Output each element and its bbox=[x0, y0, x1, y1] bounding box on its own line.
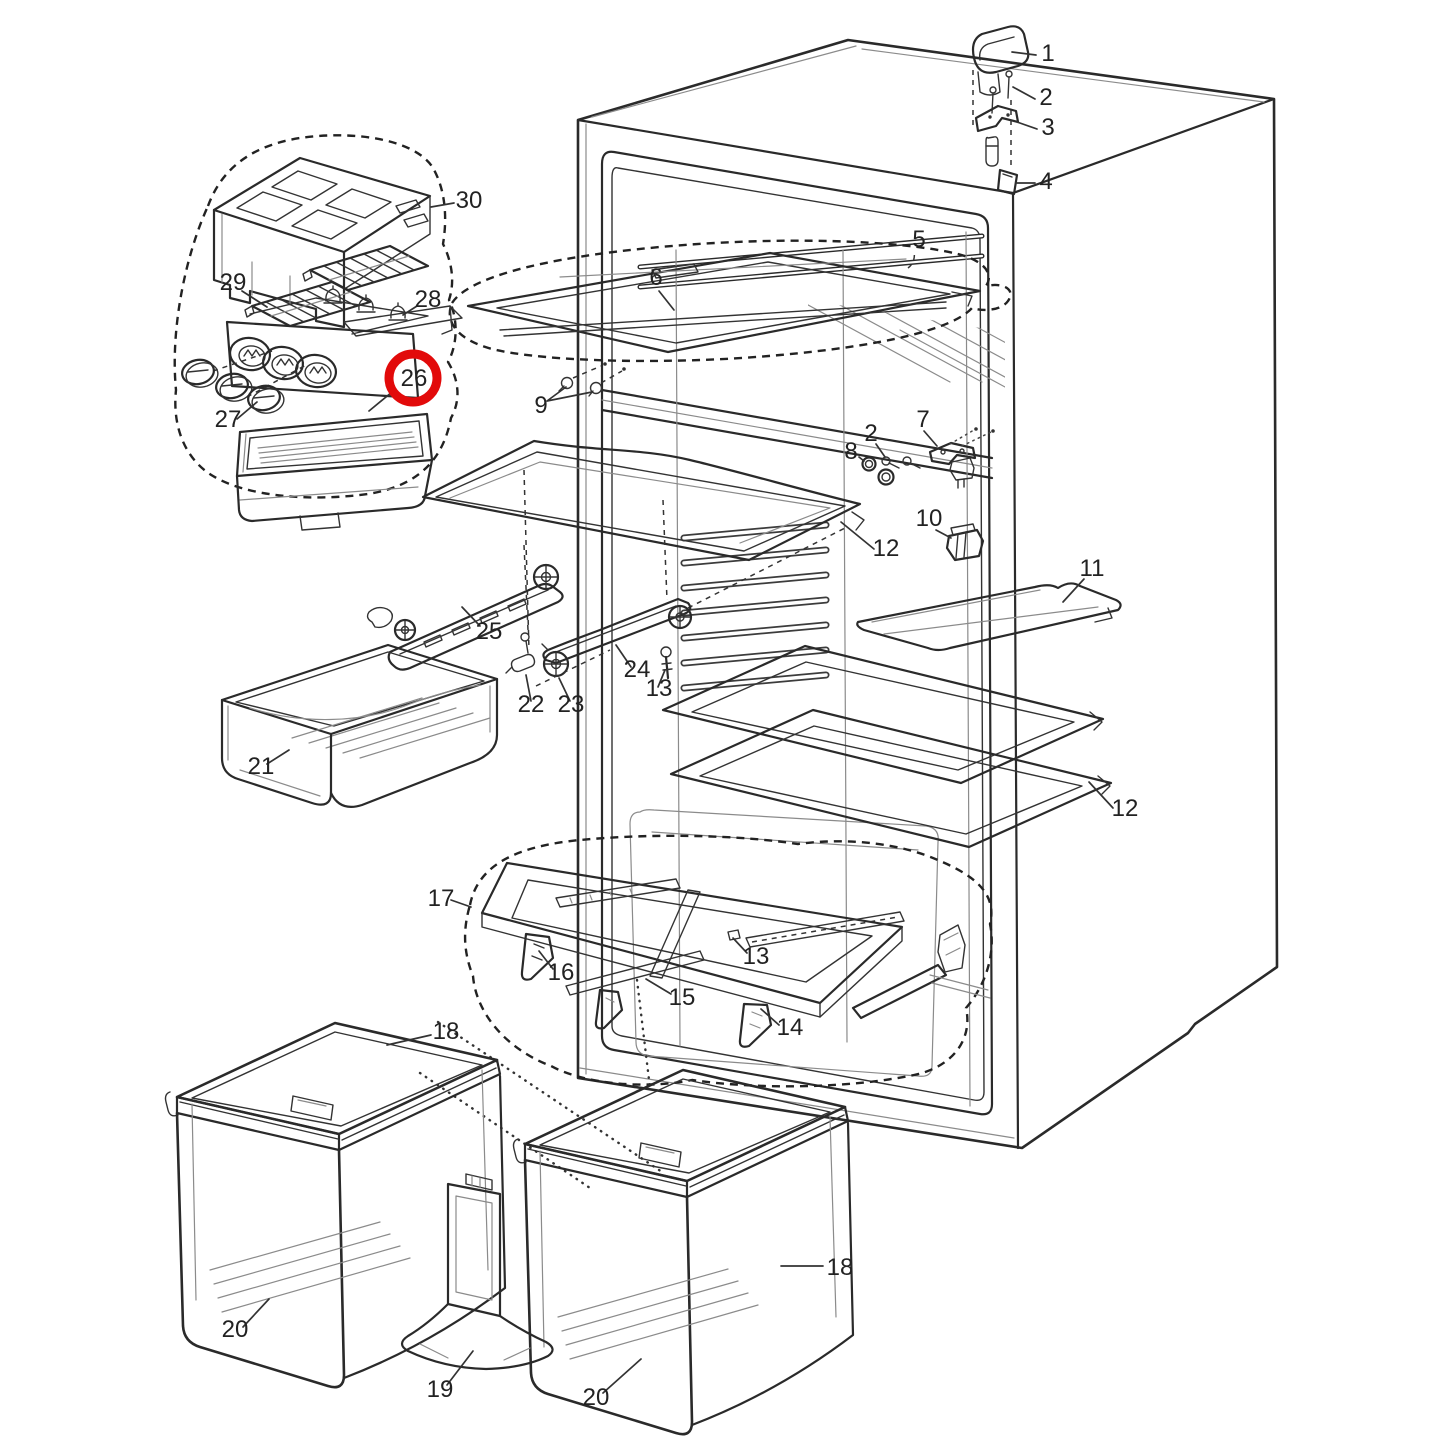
part-label-21: 21 bbox=[248, 753, 275, 780]
part-label-19: 19 bbox=[427, 1376, 454, 1403]
part-label-27: 27 bbox=[215, 406, 242, 433]
divider-support-19 bbox=[400, 1173, 554, 1371]
part-label-11: 11 bbox=[1080, 555, 1105, 582]
part-label-30: 30 bbox=[456, 187, 483, 214]
meat-pan-21 bbox=[220, 643, 499, 808]
part-label-12-lower: 12 bbox=[1112, 795, 1139, 822]
rollers-and-screw bbox=[505, 604, 693, 687]
meat-pan-assembly bbox=[220, 544, 693, 808]
shelf-11 bbox=[856, 582, 1122, 652]
part-label-22: 22 bbox=[518, 691, 545, 718]
part-label-15: 15 bbox=[669, 984, 696, 1011]
icemaker-cover-30 bbox=[212, 156, 432, 329]
part-label-13-left: 13 bbox=[646, 675, 673, 702]
part-label-12-upper: 12 bbox=[873, 535, 900, 562]
control-housing bbox=[212, 297, 463, 400]
part-label-28: 28 bbox=[415, 286, 442, 313]
part-label-2: 2 bbox=[1039, 84, 1052, 111]
ice-cube-trays-29 bbox=[244, 244, 430, 328]
part-labels: 1 2 3 4 5 6 9 7 2 8 10 12 11 30 29 28 26… bbox=[215, 40, 1139, 1411]
part-label-5: 5 bbox=[912, 226, 925, 253]
drawer-rail-brackets bbox=[520, 932, 773, 1048]
part-label-2-duplicate: 2 bbox=[864, 420, 877, 447]
part-label-24: 24 bbox=[624, 656, 651, 683]
part-label-26[interactable]: 26 bbox=[401, 365, 428, 392]
part-label-23: 23 bbox=[558, 691, 585, 718]
shelf-rail-25 bbox=[366, 563, 564, 671]
part-label-16: 16 bbox=[548, 959, 575, 986]
part-label-13-frame: 13 bbox=[743, 943, 770, 970]
part-label-9: 9 bbox=[534, 392, 547, 419]
highlight-circle bbox=[384, 349, 442, 407]
shelf-grommets-9 bbox=[558, 362, 626, 397]
part-label-20-right: 20 bbox=[583, 1384, 610, 1411]
part-label-8: 8 bbox=[844, 438, 857, 465]
part-label-14: 14 bbox=[777, 1014, 804, 1041]
part-label-20-left: 20 bbox=[222, 1316, 249, 1343]
drip-tray-26 bbox=[235, 412, 434, 531]
part-label-1: 1 bbox=[1041, 40, 1054, 67]
control-knobs-27 bbox=[181, 358, 285, 414]
icemaker-assembly bbox=[173, 134, 463, 531]
thermostat-parts bbox=[861, 427, 995, 562]
drawer-frame-assembly-17 bbox=[463, 834, 993, 1090]
leader-lines bbox=[236, 51, 1114, 1394]
part-label-6: 6 bbox=[649, 264, 662, 291]
part-label-7: 7 bbox=[916, 406, 929, 433]
part-label-25: 25 bbox=[476, 618, 503, 645]
glass-shelf-12-upper bbox=[421, 439, 865, 651]
crisper-drawer-right bbox=[512, 1068, 855, 1436]
shelf-support-rails bbox=[680, 521, 830, 692]
part-label-18-right: 18 bbox=[827, 1254, 854, 1281]
part-label-3: 3 bbox=[1041, 114, 1054, 141]
fill-cups-28 bbox=[323, 285, 408, 321]
crisper-drawer-left bbox=[164, 1021, 507, 1389]
freezer-shelf-assembly bbox=[448, 239, 1012, 363]
shelf-frames-12-lower bbox=[661, 644, 1113, 849]
top-hinge-assembly bbox=[971, 25, 1030, 196]
part-label-18-left: 18 bbox=[433, 1018, 460, 1045]
part-label-29: 29 bbox=[220, 269, 247, 296]
part-label-4: 4 bbox=[1039, 168, 1052, 195]
deflector-24 bbox=[541, 597, 692, 665]
refrigerator-cabinet bbox=[576, 38, 1279, 1150]
part-label-17: 17 bbox=[428, 885, 455, 912]
part-label-10: 10 bbox=[916, 505, 943, 532]
